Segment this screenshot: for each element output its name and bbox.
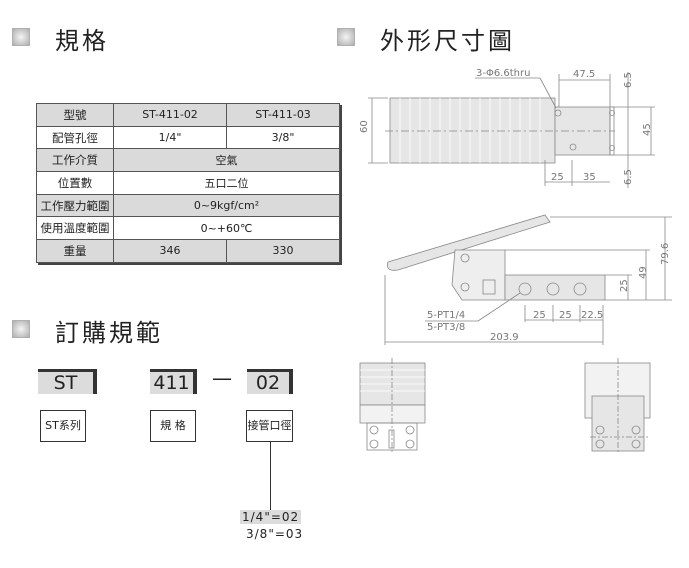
dim-6-5-bottom: 6.5 [623,169,634,185]
dim-60: 60 [359,120,370,133]
spec-heading: 規格 [55,27,109,55]
row-label: 工作介質 [36,148,114,173]
table-row: 工作壓力範圍 0~9kgf/cm² [36,193,340,218]
table-row: 使用溫度範圍 0~+60℃ [36,216,340,241]
section-bullet-icon [337,28,355,46]
option-03: 3/8"=03 [246,527,304,541]
spec-table: 型號 ST-411-02 ST-411-03 配管孔徑 1/4" 3/8" 工作… [36,103,340,263]
port-note-3-8: 5-PT3/8 [427,322,465,333]
table-row: 工作介質 空氣 [36,148,340,173]
dim-6-5-top: 6.5 [623,72,634,88]
dim-25: 25 [551,172,564,183]
desc-spec: 規 格 [150,410,196,442]
dim-203-9: 203.9 [490,332,519,343]
row-label: 型號 [36,103,114,127]
hole-note: 3-Φ6.6thru [476,68,530,79]
section-bullet-icon [12,320,30,338]
code-spec: 411 [150,369,197,394]
dim-49: 49 [638,266,649,279]
front-view [359,358,426,452]
dim-35: 35 [583,172,596,183]
cell: 0~9kgf/cm² [113,193,340,218]
code-port: 02 [247,369,293,394]
table-row: 型號 ST-411-02 ST-411-03 [36,103,340,127]
rear-view [584,358,651,452]
cell: 0~+60℃ [113,216,340,241]
top-view [368,72,655,188]
desc-series: ST系列 [40,410,86,442]
dim-25-height: 25 [619,279,630,292]
cell: 330 [226,239,340,263]
cell: 3/8" [226,125,340,150]
row-label: 重量 [36,239,114,263]
leader-line [270,442,271,510]
side-view [384,214,672,345]
order-heading: 訂購規範 [55,319,163,347]
code-separator: — [212,366,232,390]
cell: ST-411-03 [226,103,340,127]
dim-22-5: 22.5 [581,310,603,321]
cell: 346 [113,239,227,263]
dim-25-b: 25 [559,310,572,321]
cell: 1/4" [113,125,227,150]
dim-45: 45 [642,123,653,136]
desc-port: 接管口徑 [246,410,293,442]
outline-heading: 外形尺寸圖 [380,27,515,55]
port-note-1-4: 5-PT1/4 [427,310,465,321]
row-label: 使用溫度範圍 [36,216,114,241]
code-series: ST [38,369,97,394]
dim-79-6: 79.6 [660,243,671,265]
option-02: 1/4"=02 [240,510,302,524]
row-label: 工作壓力範圍 [36,193,114,218]
dim-47-5: 47.5 [573,69,595,80]
dim-25-a: 25 [533,310,546,321]
cell: ST-411-02 [113,103,227,127]
table-row: 重量 346 330 [36,239,340,263]
table-row: 位置數 五口二位 [36,171,340,195]
section-bullet-icon [12,28,30,46]
